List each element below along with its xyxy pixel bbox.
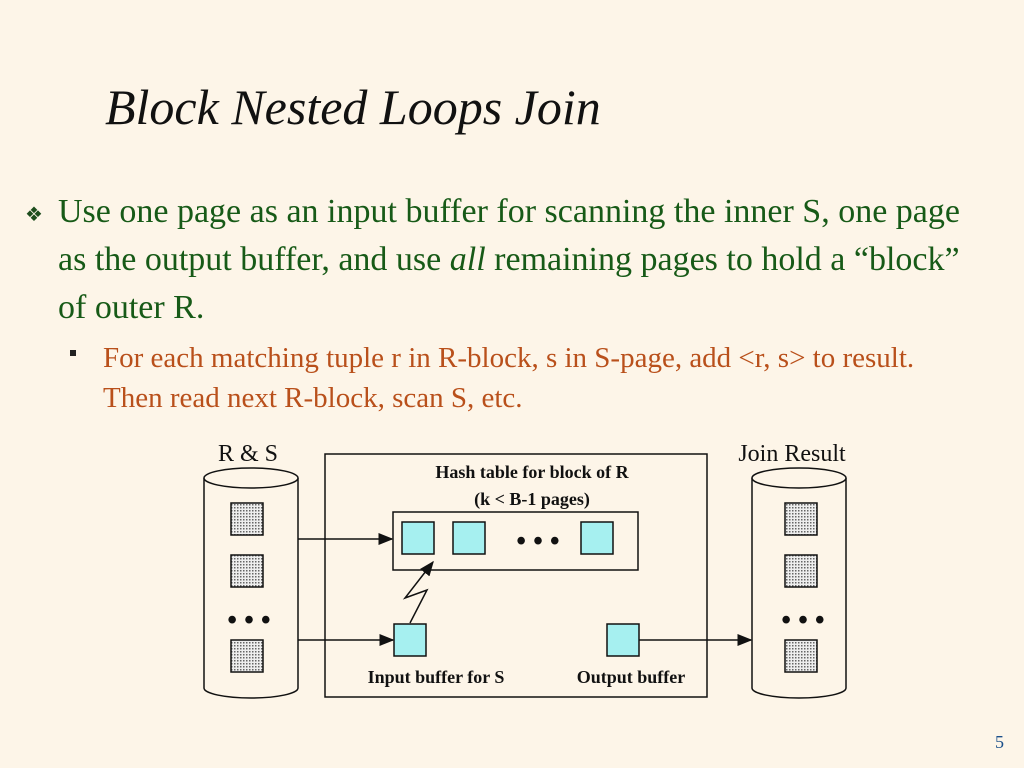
hash-page-3 [580, 521, 614, 555]
main-memory-box [324, 453, 708, 698]
input-buffer-label: Input buffer for S [368, 667, 505, 687]
square-bullet-icon [70, 350, 76, 356]
main-bullet-emphasis: all [449, 241, 486, 278]
left-disk-label: R & S [218, 441, 278, 467]
left-disk-page-3 [230, 639, 264, 673]
main-bullet: Use one page as an input buffer for scan… [58, 188, 988, 332]
zigzag-probe-arrow [402, 560, 434, 624]
hash-table-label: Hash table for block of R [435, 462, 629, 482]
hash-page-1 [401, 521, 435, 555]
input-buffer-page [393, 623, 427, 657]
left-disk-page-2 [230, 554, 264, 588]
right-disk-page-1 [784, 502, 818, 536]
hash-table-ellipsis: • • • [516, 526, 559, 557]
diamond-bullet-icon: ❖ [25, 202, 43, 226]
hash-page-2 [452, 521, 486, 555]
main-bullet-text-1: Use one page as an input buffer for scan… [58, 193, 960, 278]
main-bullet-text-2: remaining pages to hold a “block” of out… [58, 241, 960, 326]
right-disk-page-2 [784, 554, 818, 588]
slide-title: Block Nested Loops Join [105, 79, 601, 135]
left-disk-page-1 [230, 502, 264, 536]
output-buffer-page [606, 623, 640, 657]
left-disk-ellipsis: • • • [227, 605, 270, 636]
right-disk-label: Join Result [738, 441, 846, 467]
right-disk-ellipsis: • • • [781, 605, 824, 636]
right-disk-page-3 [784, 639, 818, 673]
sub-bullet: For each matching tuple r in R-block, s … [103, 342, 915, 414]
hash-table-size-label: (k < B-1 pages) [474, 489, 590, 510]
page-number: 5 [995, 732, 1004, 752]
output-buffer-label: Output buffer [577, 667, 686, 687]
